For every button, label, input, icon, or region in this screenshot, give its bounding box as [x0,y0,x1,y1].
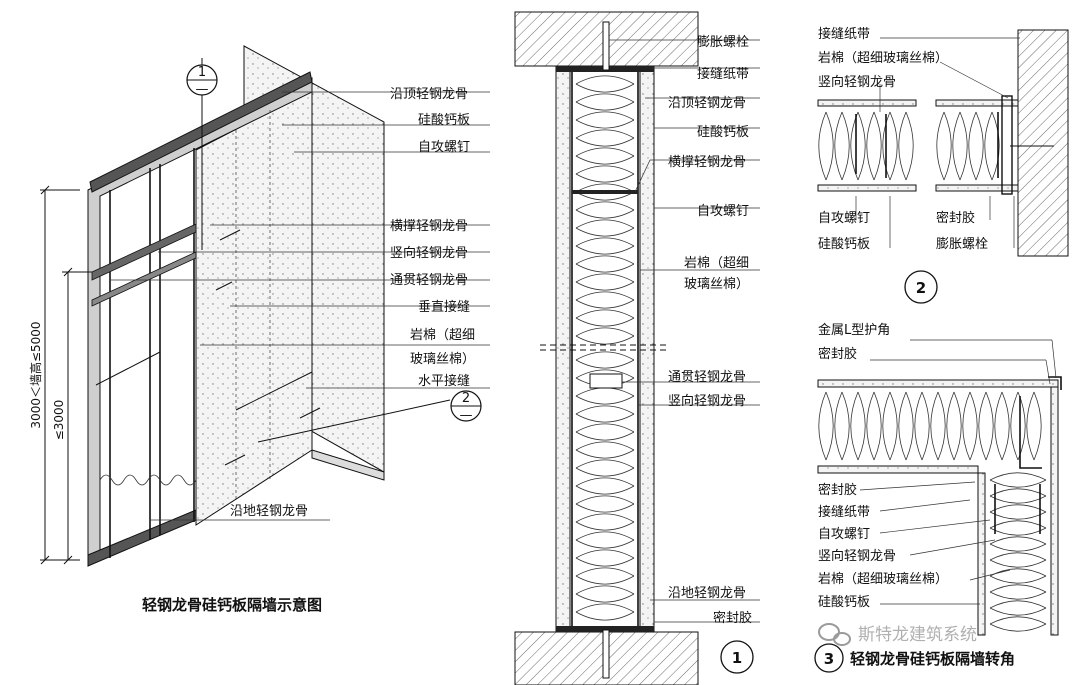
wechat-icon [818,623,851,646]
detail-2-leaders [855,37,1020,248]
iso-leaders [110,91,490,521]
d2-label-tape: 接缝纸带 [818,26,870,42]
d3-label-stud: 竖向轻钢龙骨 [818,548,896,564]
s1-label-wool-2: 玻璃丝棉） [684,277,749,292]
svg-text:1: 1 [732,649,742,667]
d3-label-corner: 金属L型护角 [818,322,890,338]
section-1: 膨胀螺栓 接缝纸带 沿顶轻钢龙骨 硅酸钙板 横撑轻钢龙骨 自攻螺钉 岩棉（超细 … [514,11,760,685]
d2-label-screw: 自攻螺钉 [818,211,870,226]
s1-label-floor-track: 沿地轻钢龙骨 [668,586,746,601]
iso-front-board [195,89,313,526]
s1-label-through-track: 通贯轻钢龙骨 [668,370,746,385]
iso-label-vertical-joint: 垂直接缝 [418,299,470,315]
s1-label-ceiling-track: 沿顶轻钢龙骨 [668,96,746,111]
iso-label-stud: 竖向轻钢龙骨 [390,245,468,261]
iso-floor-step [311,449,385,481]
section-1-labels: 膨胀螺栓 接缝纸带 沿顶轻钢龙骨 硅酸钙板 横撑轻钢龙骨 自攻螺钉 岩棉（超细 … [668,35,752,626]
detail-3: 金属L型护角 密封胶 密封胶 接缝纸带 自攻螺钉 竖向轻钢龙骨 岩棉（超细玻璃丝… [814,322,1062,673]
d3-label-tape: 接缝纸带 [818,504,870,520]
iso-label-brace: 横撑轻钢龙骨 [390,219,468,234]
detail-2-insulation [818,111,914,181]
s1-label-tape: 接缝纸带 [697,66,749,82]
s1-label-screw: 自攻螺钉 [697,204,749,219]
d2-label-board: 硅酸钙板 [818,237,870,252]
detail-ref-2: 2 — [257,390,482,443]
s1-label-anchor: 膨胀螺栓 [697,35,749,50]
iso-label-screw: 自攻螺钉 [418,140,470,155]
section-insulation [575,75,635,621]
iso-callouts: 沿顶轻钢龙骨 硅酸钙板 自攻螺钉 横撑轻钢龙骨 竖向轻钢龙骨 通贯轻钢龙骨 垂直… [230,87,475,519]
s1-label-stud: 竖向轻钢龙骨 [668,393,746,409]
s1-label-board: 硅酸钙板 [697,125,749,140]
svg-text:2: 2 [916,279,926,297]
detail-3-leaders [859,339,1057,605]
detail-ref-1-num: 1 [198,65,206,80]
iso-braces [91,223,197,386]
right-board [639,65,655,633]
dim-outer-label: 3000＜墙高≤5000 [28,321,43,428]
iso-caption: 轻钢龙骨硅钙板隔墙示意图 [142,596,322,614]
d3-label-sealant: 密封胶 [818,482,857,498]
detail-3-number: 3 [814,643,844,673]
iso-screws [215,229,321,466]
d2-label-wool: 岩棉（超细玻璃丝棉） [818,51,948,66]
d3-label-screw: 自攻螺钉 [818,527,870,542]
watermark: 斯特龙建筑系统 [818,623,977,646]
section-1-number: 1 [720,640,754,674]
detail-ref-1-sub: — [196,82,209,97]
iso-studs [109,148,195,558]
detail-ref-2-sub: — [460,408,473,423]
iso-insulation [99,474,197,486]
detail-ref-1: 1 — [186,58,218,250]
svg-text:3: 3 [824,650,834,668]
iso-floor-track [87,509,197,567]
d3-label-wool: 岩棉（超细玻璃丝棉） [818,572,948,587]
iso-label-wool-1: 岩棉（超细 [410,328,475,343]
detail-2-wall [1017,29,1069,257]
d3-label-board: 硅酸钙板 [818,595,870,610]
d3-label-sealant-top: 密封胶 [818,346,857,362]
iso-label-through-track: 通贯轻钢龙骨 [390,273,468,288]
isometric-view: 3000＜墙高≤5000 ≤3000 1 — 2 — [28,45,490,614]
s1-label-wool-1: 岩棉（超细 [684,256,749,271]
d2-label-anchor: 膨胀螺栓 [936,237,988,252]
watermark-text: 斯特龙建筑系统 [858,625,977,645]
s1-label-sealant: 密封胶 [713,610,752,626]
iso-label-horizontal-joint: 水平接缝 [418,373,470,389]
d3-caption: 轻钢龙骨硅钙板隔墙转角 [850,650,1015,668]
dim-inner-label: ≤3000 [52,400,66,441]
iso-dimension: 3000＜墙高≤5000 ≤3000 [28,185,92,565]
d2-label-stud: 竖向轻钢龙骨 [818,74,896,90]
iso-label-board: 硅酸钙板 [418,113,470,128]
iso-ceiling-track [89,71,313,193]
iso-label-floor-track: 沿地轻钢龙骨 [230,504,308,519]
detail-2: 接缝纸带 岩棉（超细玻璃丝棉） 竖向轻钢龙骨 自攻螺钉 硅酸钙板 密封胶 膨胀螺… [817,26,1069,304]
section-1-leaders [609,39,760,623]
iso-label-ceiling-track: 沿顶轻钢龙骨 [390,87,468,102]
d2-label-sealant: 密封胶 [936,210,975,226]
iso-label-wool-2: 玻璃丝棉） [410,352,475,367]
s1-label-brace: 横撑轻钢龙骨 [668,155,746,170]
detail-ref-2-num: 2 [462,391,470,406]
left-board [555,65,571,633]
detail-2-number: 2 [904,270,938,304]
